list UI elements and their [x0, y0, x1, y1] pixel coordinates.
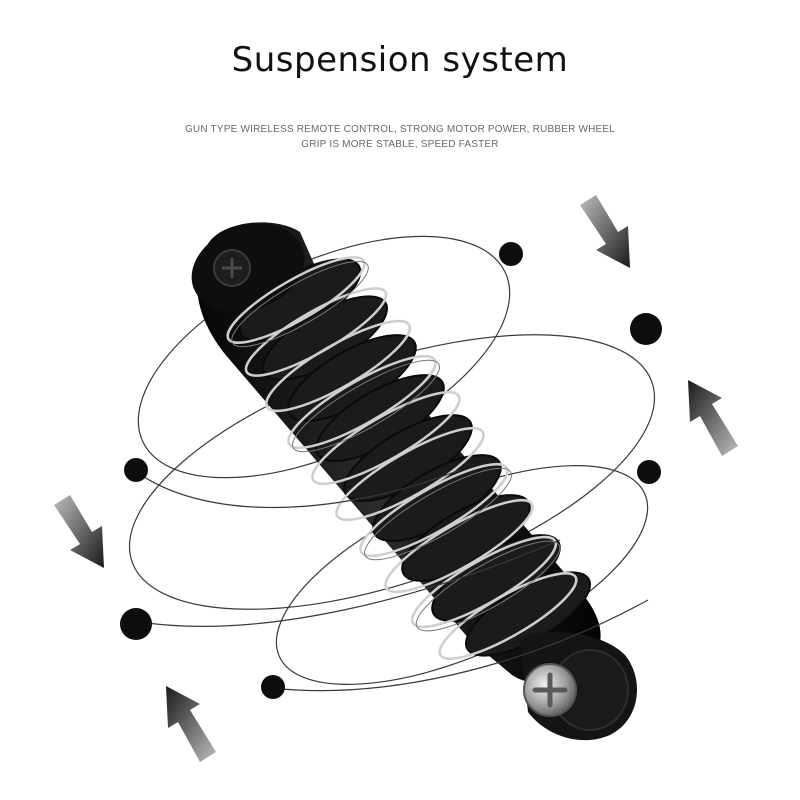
page-title: Suspension system — [231, 40, 569, 80]
arrow-up-left-icon — [688, 380, 738, 456]
orbit-dots — [120, 242, 662, 699]
orbit-dot — [261, 675, 285, 699]
subtitle-line-1: GUN TYPE WIRELESS REMOTE CONTROL, STRONG… — [184, 124, 616, 135]
orbit-dot — [120, 608, 152, 640]
arrow-down-right-icon — [54, 495, 104, 568]
page-subtitle: GUN TYPE WIRELESS REMOTE CONTROL, STRONG… — [0, 122, 800, 152]
screw-head-icon — [523, 663, 577, 717]
orbit-dot — [630, 313, 662, 345]
coil-spring — [226, 256, 578, 660]
body-ribs — [238, 258, 591, 657]
arrow-down-right-icon — [580, 195, 630, 268]
shock-absorber — [191, 222, 637, 741]
arrow-up-left-icon — [166, 686, 216, 762]
orbit-dot — [124, 458, 148, 482]
orbit-dot — [499, 242, 523, 266]
screw-head-icon — [213, 249, 251, 287]
bottom-mount — [520, 631, 637, 741]
orbit-dot — [637, 460, 661, 484]
subtitle-line-2: GRIP IS MORE STABLE, SPEED FASTER — [301, 139, 499, 150]
